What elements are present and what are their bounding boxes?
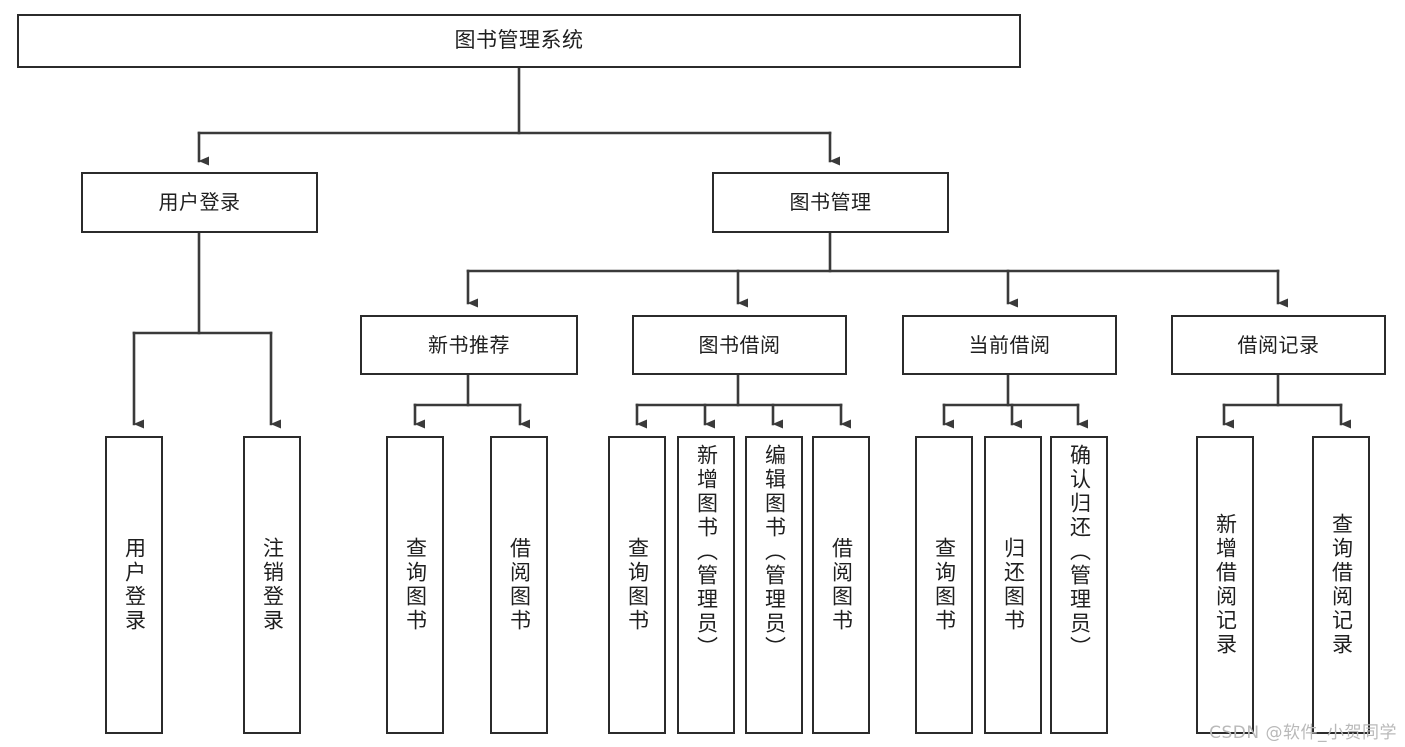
node-borrow-record[interactable]: 借阅记录 (1171, 315, 1386, 375)
node-leaf-add-record-label: 新增借阅记录 (1213, 513, 1238, 657)
node-leaf-query-record[interactable]: 查询借阅记录 (1312, 436, 1370, 734)
node-leaf-borrow-book-1-label: 借阅图书 (507, 537, 532, 633)
node-leaf-query-book-3-label: 查询图书 (932, 537, 957, 633)
node-current-borrow[interactable]: 当前借阅 (902, 315, 1117, 375)
node-leaf-confirm-return-label: 确认归还（管理员） (1067, 444, 1092, 660)
node-user-login-label: 用户登录 (158, 190, 241, 215)
node-leaf-edit-book-label: 编辑图书（管理员） (762, 444, 787, 660)
node-leaf-edit-book[interactable]: 编辑图书（管理员） (745, 436, 803, 734)
node-current-borrow-label: 当前借阅 (968, 332, 1051, 357)
node-borrow-record-label: 借阅记录 (1237, 332, 1320, 357)
node-leaf-query-record-label: 查询借阅记录 (1329, 513, 1354, 657)
node-leaf-borrow-book-1[interactable]: 借阅图书 (490, 436, 548, 734)
node-leaf-query-book-1-label: 查询图书 (403, 537, 428, 633)
node-leaf-return-book[interactable]: 归还图书 (984, 436, 1042, 734)
node-leaf-confirm-return[interactable]: 确认归还（管理员） (1050, 436, 1108, 734)
node-leaf-user-logout[interactable]: 注销登录 (243, 436, 301, 734)
node-leaf-add-record[interactable]: 新增借阅记录 (1196, 436, 1254, 734)
node-book-management-label: 图书管理 (789, 190, 872, 215)
node-leaf-query-book-3[interactable]: 查询图书 (915, 436, 973, 734)
node-leaf-user-logout-label: 注销登录 (260, 537, 285, 633)
node-new-book-recommend-label: 新书推荐 (428, 332, 510, 357)
node-book-borrow-label: 图书借阅 (698, 332, 781, 357)
node-leaf-borrow-book-2[interactable]: 借阅图书 (812, 436, 870, 734)
node-leaf-add-book-label: 新增图书（管理员） (694, 444, 719, 660)
node-leaf-query-book-1[interactable]: 查询图书 (386, 436, 444, 734)
node-leaf-add-book[interactable]: 新增图书（管理员） (677, 436, 735, 734)
node-leaf-borrow-book-2-label: 借阅图书 (829, 537, 854, 633)
node-new-book-recommend[interactable]: 新书推荐 (360, 315, 578, 375)
node-leaf-return-book-label: 归还图书 (1001, 537, 1026, 633)
node-book-borrow[interactable]: 图书借阅 (632, 315, 847, 375)
node-leaf-query-book-2[interactable]: 查询图书 (608, 436, 666, 734)
node-leaf-query-book-2-label: 查询图书 (625, 537, 650, 633)
node-root[interactable]: 图书管理系统 (17, 14, 1021, 68)
node-user-login[interactable]: 用户登录 (81, 172, 318, 233)
node-root-label: 图书管理系统 (454, 28, 584, 53)
node-leaf-user-login[interactable]: 用户登录 (105, 436, 163, 734)
node-book-management[interactable]: 图书管理 (712, 172, 949, 233)
node-leaf-user-login-label: 用户登录 (122, 537, 147, 633)
